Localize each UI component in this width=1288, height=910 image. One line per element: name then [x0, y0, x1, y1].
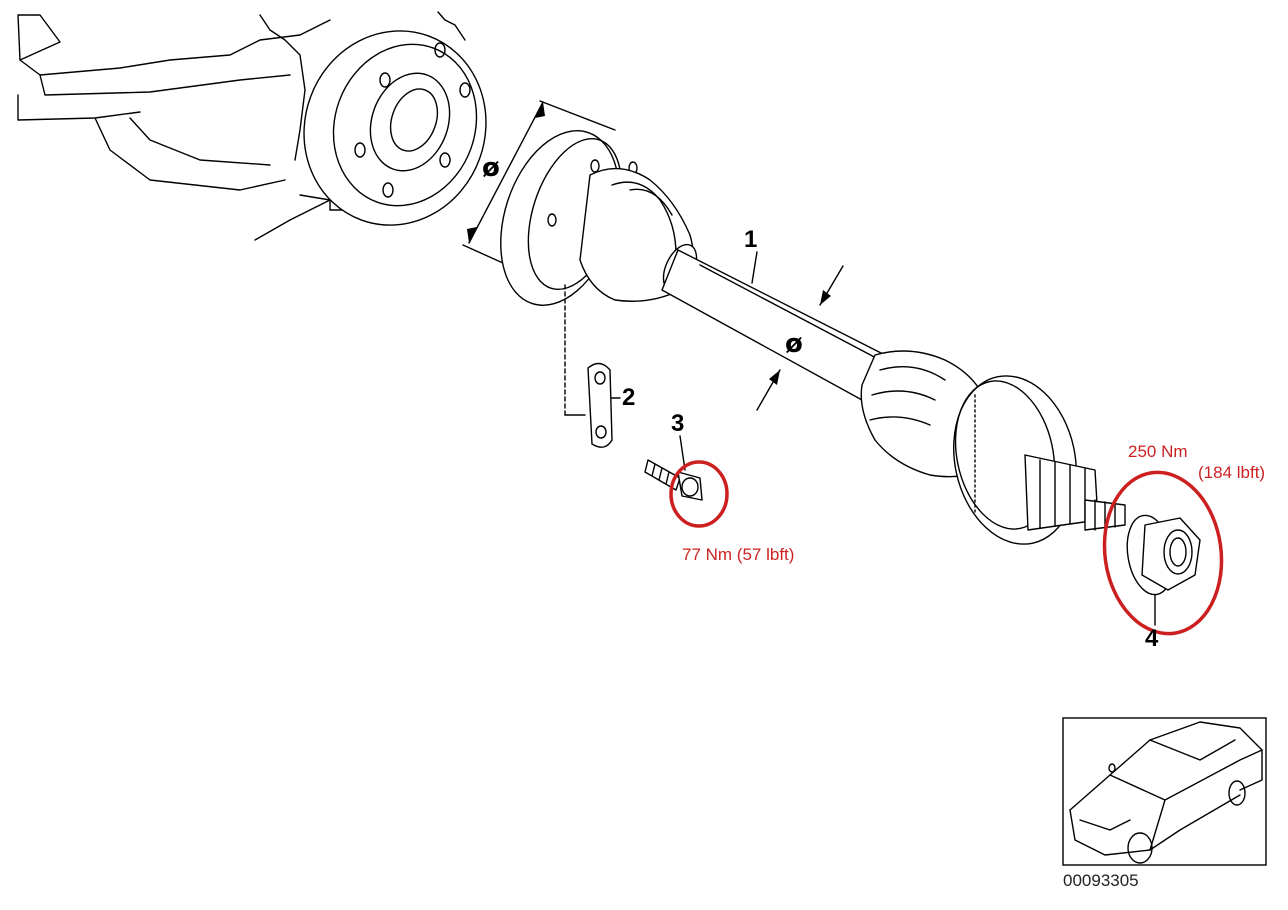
- diameter-symbol-shaft: ø: [785, 329, 803, 359]
- leader-line-1: [751, 251, 758, 284]
- shaft-diameter-dimension: ø: [756, 265, 844, 411]
- collar-nut: [1126, 514, 1201, 596]
- torque-nut-nm-label: 250 Nm: [1128, 442, 1188, 461]
- car-thumbnail: [1062, 717, 1267, 866]
- diameter-symbol-inner: ø: [482, 153, 500, 183]
- locking-plate: [587, 362, 613, 448]
- callout-2: 2: [622, 384, 635, 411]
- callout-3: 3: [671, 410, 684, 437]
- diagram-code: 00093305: [1063, 871, 1139, 890]
- torque-bolt-label: 77 Nm (57 lbft): [682, 545, 794, 564]
- callout-1: 1: [744, 226, 757, 253]
- torque-nut-lbft-label: (184 lbft): [1198, 463, 1265, 482]
- nut-highlight-ring: [1102, 470, 1224, 636]
- bolt-highlight-ring: [669, 460, 729, 528]
- differential-housing: [17, 11, 487, 241]
- drive-shaft: [500, 130, 1126, 545]
- leader-line-3: [679, 435, 686, 471]
- callout-4: 4: [1145, 625, 1159, 652]
